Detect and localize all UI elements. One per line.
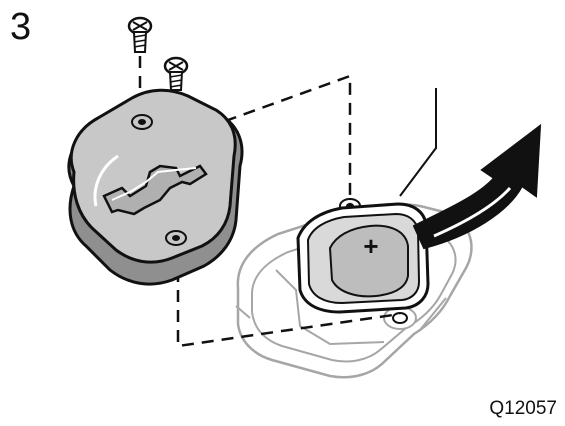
battery-polarity-label: + [363, 231, 378, 261]
screw-icon [127, 16, 153, 53]
key-cover-icon [67, 88, 244, 286]
cover-emblem [102, 164, 208, 216]
step-number: 3 [10, 6, 32, 48]
removal-arrow-icon [412, 123, 542, 250]
leader-line [399, 88, 437, 197]
figure-code: Q12057 [489, 398, 557, 419]
screw-icon [163, 56, 189, 91]
battery-icon: + [328, 224, 409, 298]
